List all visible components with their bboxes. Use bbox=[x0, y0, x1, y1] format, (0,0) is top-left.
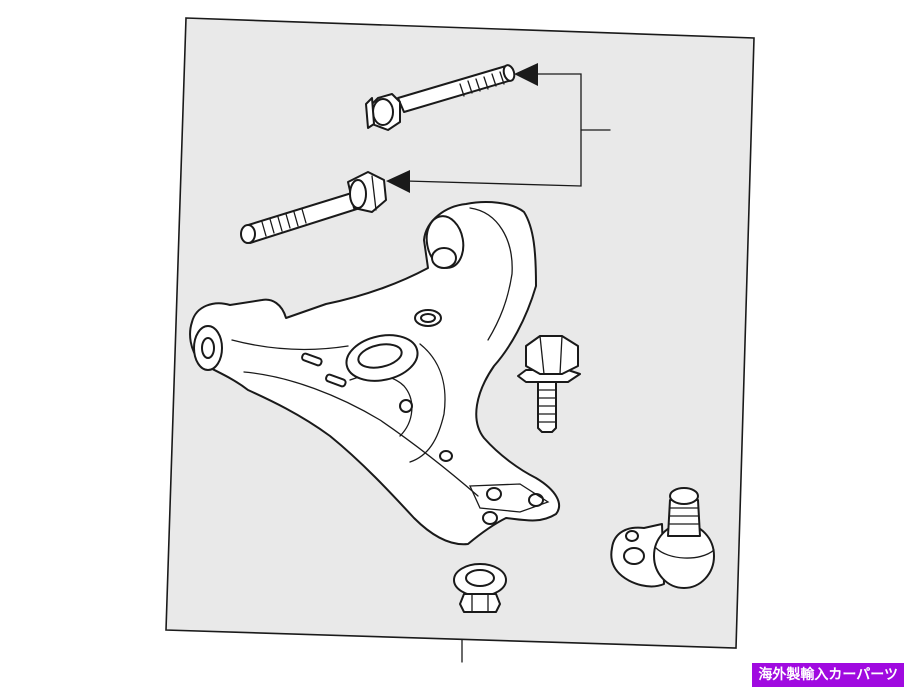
lower-long-bolt bbox=[240, 171, 387, 244]
ball-joint bbox=[610, 487, 715, 589]
arrow-upper-icon bbox=[514, 63, 538, 86]
upper-long-bolt bbox=[365, 64, 516, 131]
watermark-badge: 海外製輸入カーパーツ bbox=[752, 663, 904, 687]
lower-control-arm bbox=[189, 201, 561, 546]
short-bolt bbox=[517, 335, 581, 433]
flange-nut bbox=[453, 563, 507, 613]
callout-bracket bbox=[386, 63, 611, 193]
arrow-lower-icon bbox=[386, 170, 410, 193]
